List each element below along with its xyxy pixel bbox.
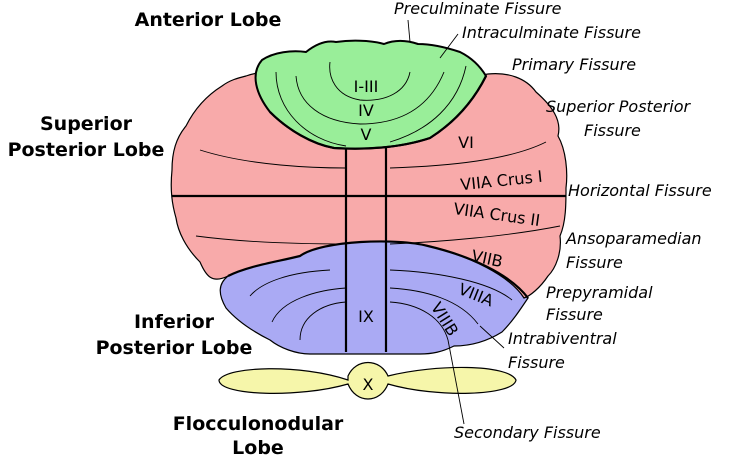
flocculonodular-lobe-shape xyxy=(218,361,517,400)
lobule-v-label: V xyxy=(361,125,372,144)
superior-posterior-lobe-shape xyxy=(170,71,568,299)
anterior-lobe-title: Anterior Lobe xyxy=(135,9,282,31)
inferior-posterior-lobe-title-line2: Posterior Lobe xyxy=(96,337,253,359)
inferior-posterior-lobe-title-line1: Inferior xyxy=(134,311,215,333)
secondary-fissure-label: Secondary Fissure xyxy=(454,423,601,442)
anterior-inner-curve-left xyxy=(275,71,347,147)
superior-posterior-lobe-title-line2: Posterior Lobe xyxy=(8,139,165,161)
superior-posterior-lobe-title-line1: Superior xyxy=(40,113,133,135)
anterior-inner-curve-right xyxy=(389,65,467,143)
prepyramidal-fissure-curve xyxy=(249,269,513,301)
primary-fissure-line xyxy=(269,75,487,150)
preculminate-fissure-curve xyxy=(329,61,411,101)
intrabiventral-fissure-label-line1: Intrabiventral xyxy=(508,329,617,348)
intraculminate-fissure-curve xyxy=(295,71,445,125)
prepyramidal-fissure-label-line2: Fissure xyxy=(546,305,603,324)
superior-posterior-fissure-label-line1: Superior Posterior xyxy=(546,97,691,116)
superior-posterior-fissure-label-line2: Fissure xyxy=(584,121,641,140)
superior-posterior-fissure-curve xyxy=(199,141,547,169)
inferior-inner-curve xyxy=(299,301,449,341)
primary-fissure-label: Primary Fissure xyxy=(512,55,636,74)
preculminate-fissure-label: Preculminate Fissure xyxy=(394,0,562,18)
horizontal-fissure-label: Horizontal Fissure xyxy=(568,181,712,200)
ansoparamedian-fissure-label-line1: Ansoparamedian xyxy=(565,229,702,248)
secondary-leader xyxy=(447,339,465,425)
intrabiventral-fissure-curve xyxy=(271,287,479,325)
lobule-vi-label: VI xyxy=(458,133,474,152)
intraculminate-leader xyxy=(439,33,459,59)
lobule-iv-label: IV xyxy=(358,101,374,120)
ansoparamedian-fissure-label-line2: Fissure xyxy=(566,253,623,272)
prepyramidal-fissure-label-line1: Prepyramidal xyxy=(546,283,653,302)
lobule-ix-label: IX xyxy=(358,307,374,326)
intrabiventral-leader xyxy=(479,325,505,349)
intrabiventral-fissure-label-line2: Fissure xyxy=(508,353,565,372)
lobule-i-iii-label: I-III xyxy=(354,77,379,96)
flocculonodular-lobe-title-line2: Lobe xyxy=(232,437,284,458)
lobule-x-label: X xyxy=(363,375,374,394)
prepyramidal-boundary-line xyxy=(227,240,529,299)
flocculonodular-lobe-title-line1: Flocculonodular xyxy=(173,413,344,435)
preculminate-leader xyxy=(407,19,411,43)
intraculminate-fissure-label: Intraculminate Fissure xyxy=(462,23,641,42)
